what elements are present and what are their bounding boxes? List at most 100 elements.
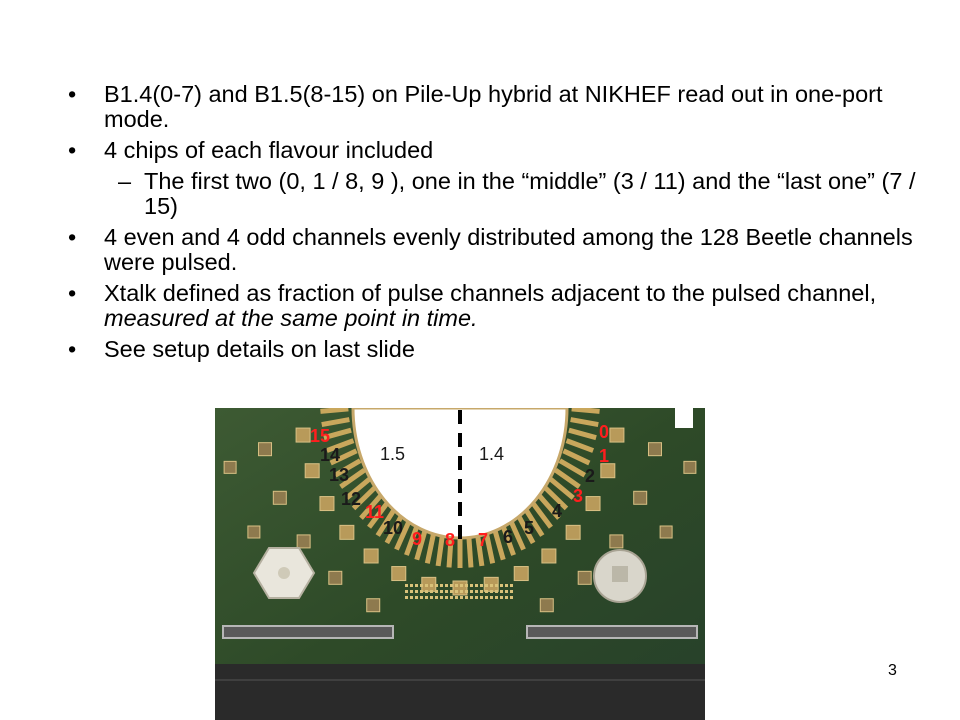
chip-number-label: 15	[310, 426, 330, 446]
pitch-adapter-trace	[321, 417, 350, 428]
beetle-chip	[366, 598, 381, 613]
connector-pin	[410, 584, 413, 587]
pitch-adapter-trace	[339, 468, 366, 489]
beetle-chip	[391, 566, 407, 582]
connector-pin	[405, 596, 408, 599]
beetle-chip	[223, 460, 237, 474]
pitch-adapter-trace	[325, 438, 355, 453]
pitch-adapter-trace	[414, 528, 428, 561]
pitch-adapter-trace	[530, 501, 553, 529]
chip-number-label: 8	[445, 530, 455, 550]
connector-pin	[445, 596, 448, 599]
bullet-item: • Xtalk defined as fraction of pulse cha…	[60, 281, 920, 331]
connector-pin	[495, 590, 498, 593]
connector-pin	[505, 584, 508, 587]
connector-pin	[490, 590, 493, 593]
chip-number-label: 4	[552, 501, 562, 521]
beetle-chip	[328, 570, 343, 585]
beetle-chip	[683, 460, 697, 474]
connector-pin	[425, 596, 428, 599]
connector-pin	[420, 590, 423, 593]
beetle-chip	[258, 442, 273, 457]
connector-pin	[450, 596, 453, 599]
pitch-adapter-trace	[571, 408, 600, 414]
bullet-item: • B1.4(0-7) and B1.5(8-15) on Pile-Up hy…	[60, 82, 920, 132]
board-base	[215, 664, 705, 720]
connector-pin	[505, 590, 508, 593]
beetle-chip	[296, 534, 311, 549]
chip-number-label: 6	[503, 527, 513, 547]
pitch-adapter-trace	[435, 533, 445, 567]
bullet-marker: •	[68, 137, 77, 163]
connector-pin	[440, 584, 443, 587]
connector-pin	[410, 596, 413, 599]
sub-bullet-item: – The first two (0, 1 / 8, 9 ), one in t…	[60, 169, 920, 219]
bullet-text: Xtalk defined as fraction of pulse chann…	[104, 280, 877, 306]
connector-pin	[435, 590, 438, 593]
beetle-chip	[513, 566, 529, 582]
connector-pin	[480, 590, 483, 593]
sensor-cutout	[351, 408, 569, 540]
pitch-adapter-trace	[351, 485, 377, 511]
chip-number-label: 5	[524, 518, 534, 538]
pitch-adapter-trace	[549, 477, 575, 500]
connector-pin	[440, 590, 443, 593]
connector-pin	[425, 584, 428, 587]
connector-pin	[460, 590, 463, 593]
connector-pin	[495, 596, 498, 599]
connector-pin	[435, 596, 438, 599]
board-notch	[675, 408, 693, 428]
connector-pin	[450, 590, 453, 593]
pitch-adapter-trace	[554, 468, 581, 489]
bullet-marker: •	[68, 280, 77, 306]
bullet-item: • 4 even and 4 odd channels evenly distr…	[60, 225, 920, 275]
chip-number-label: 9	[412, 529, 422, 549]
connector-pin	[455, 584, 458, 587]
mounting-screw-right	[612, 566, 628, 582]
bullet-text: See setup details on last slide	[104, 336, 415, 362]
connector-pin	[420, 596, 423, 599]
beetle-chip	[633, 490, 648, 505]
connector-pin	[415, 596, 418, 599]
beetle-chip	[295, 427, 311, 443]
pitch-adapter-trace	[568, 427, 597, 441]
sensor-label-left: 1.5	[380, 444, 405, 464]
chip-number-label: 14	[320, 445, 340, 465]
beetle-chip	[577, 570, 592, 585]
connector-pin	[470, 596, 473, 599]
pitch-adapter-trace	[492, 528, 506, 561]
pitch-adapter-trace	[334, 458, 362, 478]
chip-number-label: 2	[585, 466, 595, 486]
mounting-screw-left	[278, 567, 290, 579]
pitch-adapter-trace	[483, 531, 496, 564]
pitch-adapter-trace	[375, 508, 397, 537]
pitch-adapter-trace	[404, 524, 420, 556]
beetle-chip	[421, 576, 437, 592]
page-number: 3	[888, 662, 897, 679]
pitch-adapter-trace	[320, 408, 349, 414]
connector-pin	[465, 584, 468, 587]
pitch-adapter-trace	[570, 417, 599, 428]
bullet-marker: •	[68, 224, 77, 250]
beetle-chip	[339, 524, 355, 540]
pitch-adapter-trace	[345, 477, 371, 500]
beetle-chip	[363, 548, 379, 564]
pitch-adapter-trace	[384, 514, 404, 545]
connector-pin	[415, 590, 418, 593]
chip-fan	[223, 408, 697, 613]
connector-pin	[470, 590, 473, 593]
pitch-adapter-trace	[543, 485, 569, 511]
connector-pin	[455, 596, 458, 599]
beetle-chip	[565, 524, 581, 540]
beetle-chip	[541, 548, 557, 564]
pitch-adapter-trace	[367, 501, 390, 529]
chip-number-label: 11	[365, 502, 384, 522]
pitch-adapter-trace	[394, 519, 412, 551]
chip-number-label: 7	[478, 530, 488, 550]
connector-pin	[510, 590, 513, 593]
bullet-text: The first two (0, 1 / 8, 9 ), one in the…	[144, 168, 916, 219]
pitch-adapter-trace	[565, 438, 595, 453]
connector-pin	[445, 584, 448, 587]
connector-pin	[460, 584, 463, 587]
